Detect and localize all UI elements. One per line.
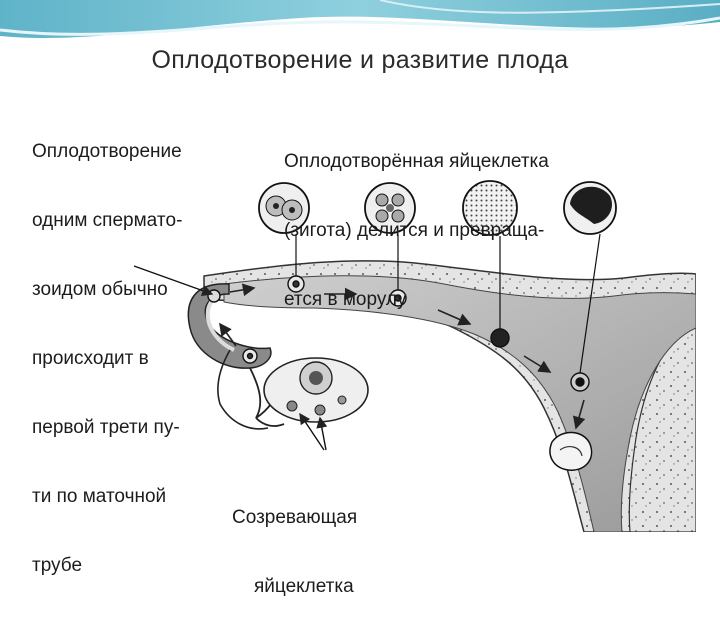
fertilization-pointer [133,265,214,296]
zygote-path-markers [207,275,590,392]
movement-arrows [219,283,586,430]
header-swoosh [0,0,720,39]
implanted-blastocyst [549,431,593,471]
note-fertilization-line: Оплодотворение [32,141,182,162]
note-zygote: Оплодотворённая яйцеклетка (зигота) дели… [284,104,549,357]
note-zygote-line: Оплодотворённая яйцеклетка [284,151,549,172]
note-zygote-line: (зигота) делится и превраща- [284,220,545,241]
note-oocyte-line: Созревающая [232,507,358,528]
blastocyst-stage [563,181,617,235]
cleavage-stage-2 [258,182,310,234]
note-fertilization-line: происходит в [32,348,149,369]
note-oocyte-line: яйцеклетка [254,576,354,597]
note-fertilization-line: одним сперматo- [32,210,183,231]
note-oocyte: Созревающая яйцеклетка [232,460,357,644]
note-fertilization: Оплодотворение одним сперматo- зоидом об… [32,94,182,623]
fertilization-figure: Оплодотворение одним сперматo- зоидом об… [24,88,696,597]
morula-stage [462,180,518,236]
slide-title: Оплодотворение и развитие плода [151,46,569,74]
note-fertilization-line: трубе [32,555,83,576]
cleavage-stage-4 [364,182,416,234]
slide: Оплодотворение и развитие плода [0,0,720,597]
note-zygote-line: ется в морулу [284,289,407,310]
leader-lines [295,233,601,374]
note-fertilization-line: зоидом обычно [32,279,168,300]
note-fertilization-line: ти по маточной [32,486,167,507]
oocyte-pointers [299,412,328,451]
uterus-diagram [133,180,696,532]
note-fertilization-line: первой трети пу- [32,417,180,438]
